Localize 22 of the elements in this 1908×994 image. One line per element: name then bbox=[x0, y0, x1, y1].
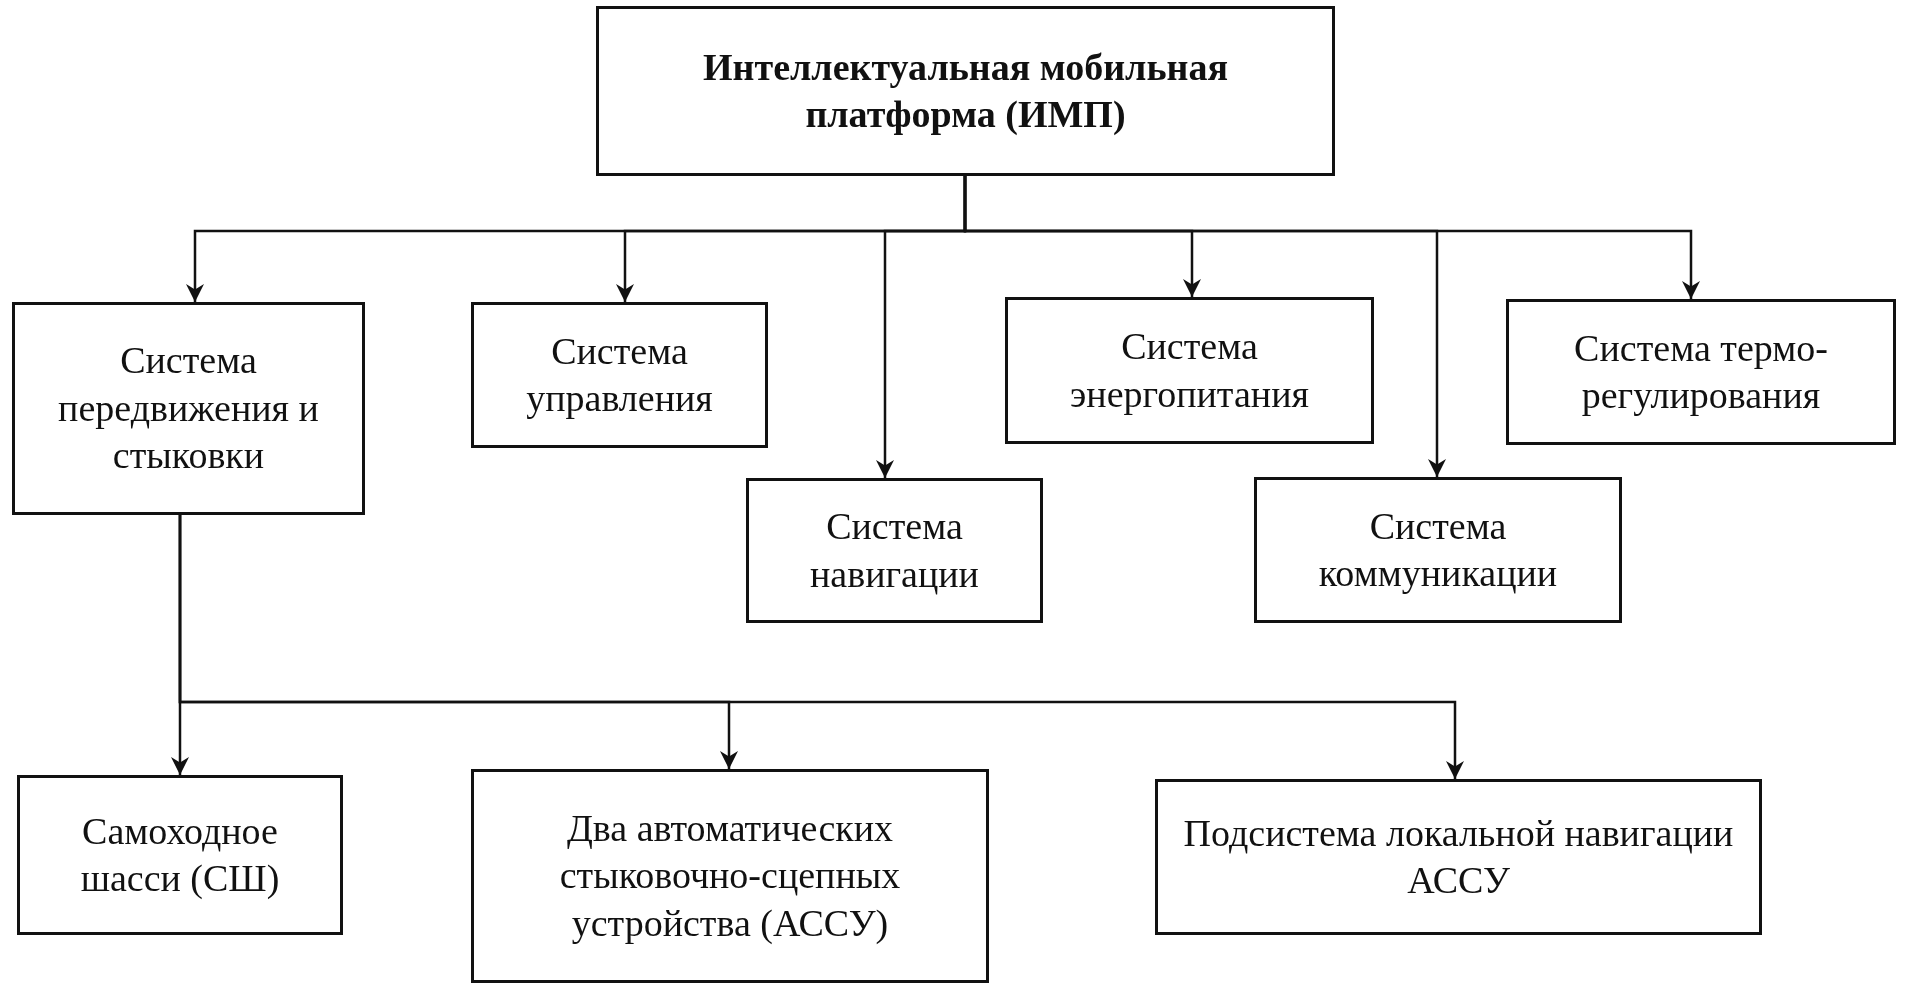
process-box bbox=[12, 302, 365, 515]
process-box bbox=[1155, 779, 1762, 935]
arrow bbox=[963, 176, 1700, 299]
process-box bbox=[1005, 297, 1374, 444]
process-box bbox=[596, 6, 1335, 176]
node-label: Подсистема локальной навигации АССУ bbox=[1182, 810, 1735, 903]
process-box bbox=[1254, 477, 1622, 623]
arrow bbox=[178, 515, 1464, 779]
node-label: Два автоматических стыковочно-сцепных устройства (АССУ) bbox=[558, 805, 902, 946]
node-label: Система управления bbox=[525, 328, 714, 421]
process-box bbox=[17, 775, 343, 935]
process-box bbox=[471, 769, 989, 983]
node-label: Система навигации bbox=[809, 504, 980, 597]
process-box bbox=[471, 302, 768, 448]
node-label: Система передвижения и стыковки bbox=[57, 338, 320, 479]
node-label: Самоходное шасси (СШ) bbox=[79, 808, 281, 901]
node-label: Система термо-регулирования bbox=[1573, 325, 1829, 418]
node-label: Система коммуникации bbox=[1317, 503, 1559, 596]
title-text: Интеллектуальная мобильная платформа (ИМП) bbox=[702, 44, 1229, 137]
node-label: Система энергопитания bbox=[1069, 324, 1310, 417]
process-box bbox=[746, 478, 1043, 623]
process-box bbox=[1506, 299, 1896, 445]
